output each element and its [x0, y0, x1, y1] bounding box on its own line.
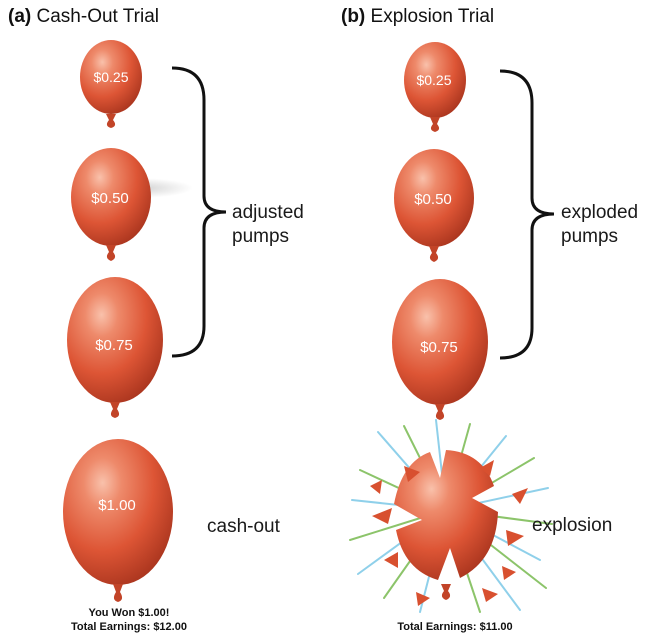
bracket-b	[499, 69, 555, 360]
panel-a-footer: You Won $1.00! Total Earnings: $12.00	[54, 606, 204, 634]
cash-out-label: cash-out	[207, 516, 280, 537]
panel-b-footer-line1: Total Earnings: $11.00	[397, 621, 513, 633]
balloon-b-1-label: $0.25	[416, 72, 451, 88]
panel-b-bracket-label-line1: exploded	[561, 202, 639, 223]
panel-a-bracket-label-line2: pumps	[232, 226, 290, 247]
panel-b-footer: Total Earnings: $11.00	[380, 620, 530, 634]
explosion-label: explosion	[532, 515, 613, 536]
explosion-balloon-body	[394, 450, 498, 580]
balloon-a-1: $0.25	[80, 40, 193, 198]
explosion-burst	[349, 419, 553, 613]
balloon-b-2-label: $0.50	[414, 191, 452, 208]
panel-b-bracket-label: exploded pumps	[561, 201, 638, 249]
panel-a-letter: (a)	[8, 6, 32, 27]
panel-b-letter: (b)	[341, 6, 366, 27]
balloon-a-3-label: $0.75	[95, 337, 133, 354]
panel-a-footer-line1: You Won $1.00!	[88, 607, 170, 619]
panel-b-bracket-label-line2: pumps	[561, 226, 619, 247]
panel-a-title: (a) Cash-Out Trial	[8, 6, 159, 28]
explosion-fragments	[370, 460, 528, 606]
balloon-a-3: $0.75	[67, 277, 163, 418]
balloon-a-4: $1.00	[63, 439, 173, 602]
panel-b-title: (b) Explosion Trial	[341, 6, 494, 28]
bracket-a	[171, 66, 227, 358]
panel-a-title-text: Cash-Out Trial	[36, 6, 159, 27]
panel-a-footer-line2: Total Earnings: $12.00	[71, 621, 187, 633]
balloon-a-4-label: $1.00	[98, 497, 136, 514]
balloon-b-2: $0.50	[394, 149, 474, 262]
panel-a-bracket-label-line1: adjusted	[232, 202, 304, 223]
balloon-a-2: $0.50	[71, 148, 151, 261]
balloon-b-3-label: $0.75	[420, 339, 458, 356]
balloon-b-1: $0.25	[404, 42, 466, 132]
balloon-a-1-label: $0.25	[93, 69, 128, 85]
balloon-b-3: $0.75	[392, 279, 488, 420]
panel-a-bracket-label: adjusted pumps	[232, 201, 304, 249]
balloon-a-2-label: $0.50	[91, 190, 129, 207]
panel-b-title-text: Explosion Trial	[370, 6, 495, 27]
